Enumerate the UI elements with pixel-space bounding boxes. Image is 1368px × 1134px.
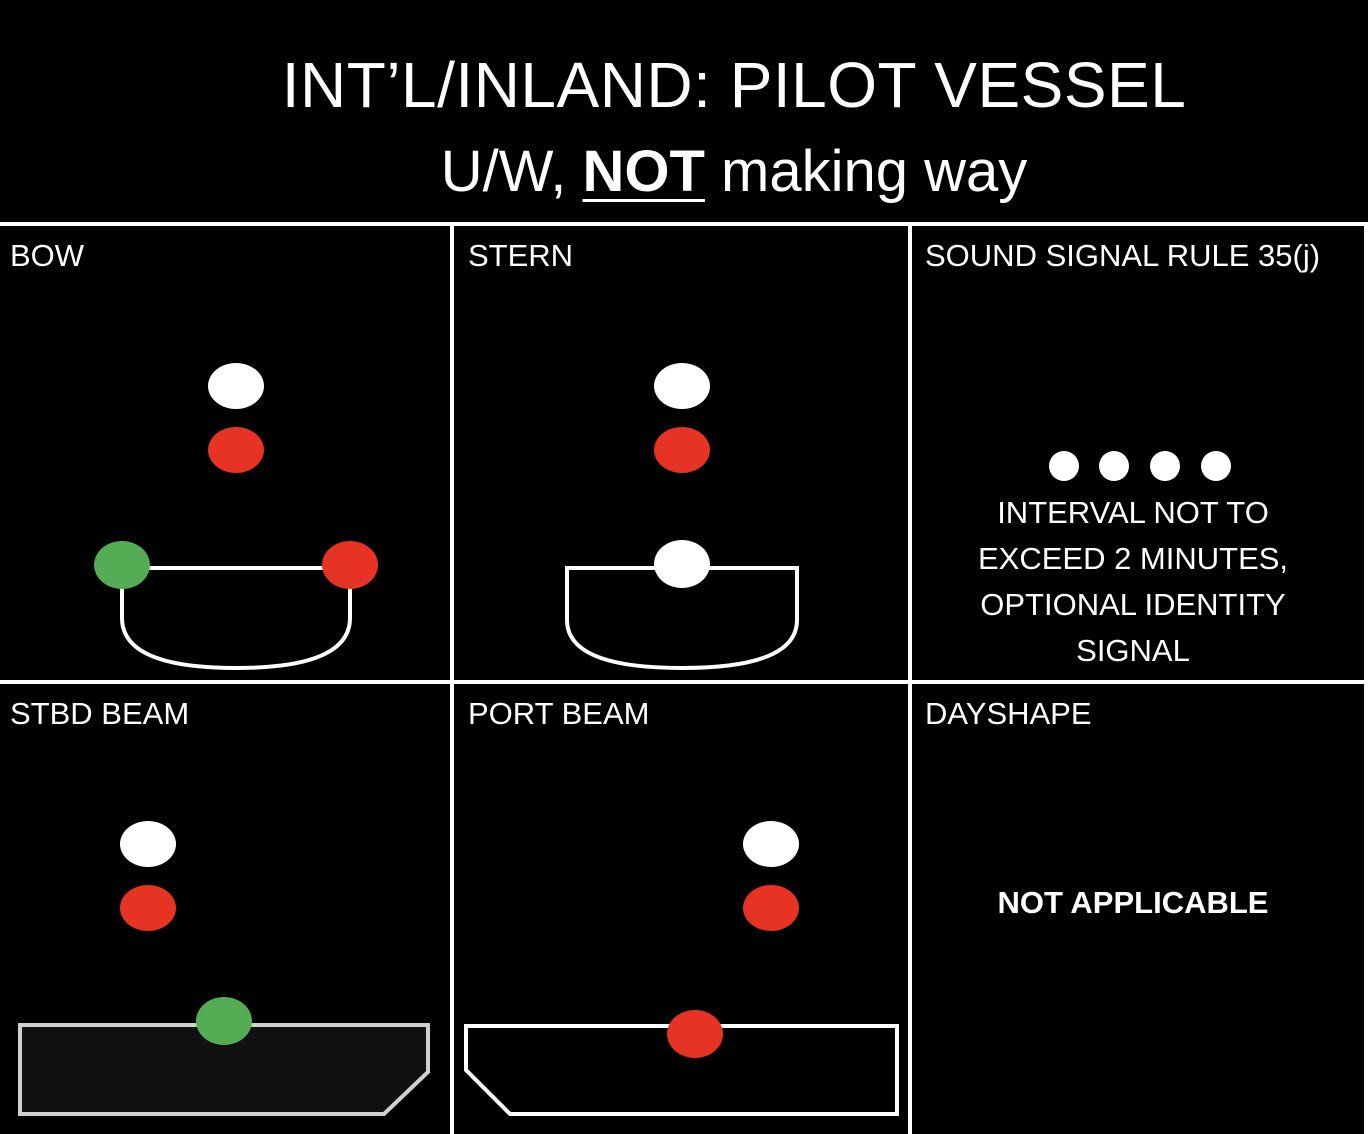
bow-hull [120,566,352,671]
bow-green-sidelight [94,541,150,589]
sound-signal-label: SOUND SIGNAL RULE 35(j) [925,238,1321,273]
grid-middle-line [0,680,1368,684]
dayshape-not-applicable: NOT APPLICABLE [997,885,1269,920]
page-title: INT’L/INLAND: PILOT VESSEL [281,49,1187,121]
stbd-green-sidelight [196,997,252,1045]
stbd-hull [18,1023,430,1116]
stern-hull [565,566,799,671]
sound-signal-line: INTERVAL NOT TO [997,495,1269,530]
grid-right-border [1364,222,1368,1134]
port-beam-view [464,821,899,1116]
subtitle-prefix: U/W, [440,139,583,204]
port-masthead-white-light [743,821,799,867]
sound-signal-line: EXCEED 2 MINUTES, [977,541,1289,576]
sound-signal-blasts [1049,451,1231,481]
sound-signal-line: SIGNAL [1076,633,1190,668]
port-beam-label: PORT BEAM [468,696,650,731]
sound-signal-description: INTERVAL NOT TO EXCEED 2 MINUTES, OPTION… [913,490,1353,674]
short-blast-dot [1049,451,1079,481]
dayshape-label: DAYSHAPE [925,696,1092,731]
stern-masthead-white-light [654,363,710,409]
bow-red-sidelight [322,541,378,589]
short-blast-dot [1150,451,1180,481]
stbd-beam-view [18,821,430,1116]
port-red-sidelight [667,1010,723,1058]
bow-view [94,363,378,671]
stern-label: STERN [468,238,574,273]
subtitle-emphasis: NOT [582,139,705,204]
stern-masthead-red-light [654,427,710,473]
stbd-masthead-red-light [120,885,176,931]
short-blast-dot [1099,451,1129,481]
grid-divider-1 [450,222,454,1134]
grid-top-line [0,222,1368,226]
grid-divider-2 [908,222,912,1134]
stern-view [565,363,799,671]
port-hull [464,1024,899,1116]
port-masthead-red-light [743,885,799,931]
short-blast-dot [1201,451,1231,481]
bow-masthead-white-light [208,363,264,409]
stbd-masthead-white-light [120,821,176,867]
sound-signal-line: OPTIONAL IDENTITY [980,587,1286,622]
stbd-beam-label: STBD BEAM [10,696,190,731]
subtitle-suffix: making way [704,139,1028,204]
bow-masthead-red-light [208,427,264,473]
page-subtitle: U/W, NOT making way [50,138,1368,205]
stern-white-light [654,540,710,588]
bow-label: BOW [10,238,85,273]
